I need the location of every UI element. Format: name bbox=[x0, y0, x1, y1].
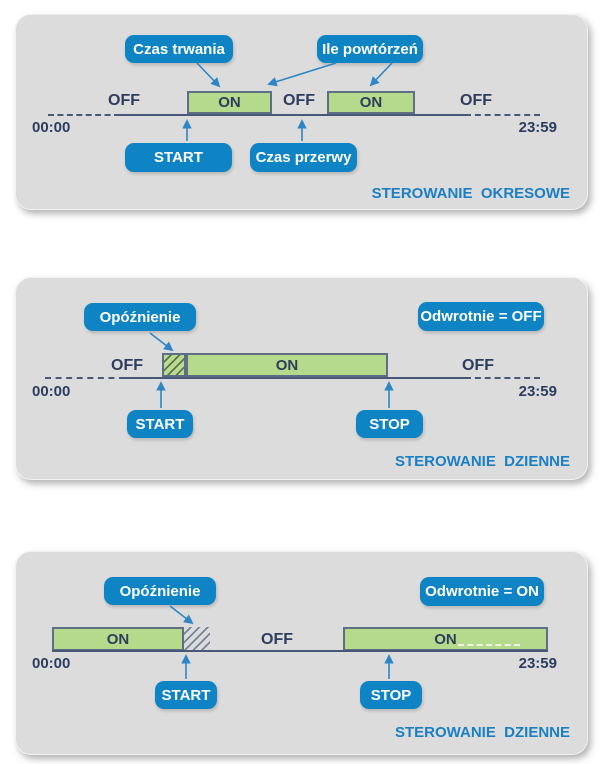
timeline-dashed-left bbox=[48, 114, 120, 116]
callout-czas-przerwy: Czas przerwy bbox=[250, 143, 357, 172]
timeline-dashed-right bbox=[465, 377, 540, 379]
panel-sterowanie-dzienne-off: Opóźnienie Odwrotnie = OFF OFF ON OFF 00… bbox=[15, 277, 588, 480]
time-end-label: 23:59 bbox=[518, 383, 557, 400]
delay-hatch-area bbox=[184, 627, 210, 651]
timeline-dashes-under-box bbox=[458, 644, 520, 646]
callout-start: START bbox=[125, 143, 232, 172]
segment-label-off: OFF bbox=[111, 357, 143, 374]
callout-stop: STOP bbox=[356, 410, 423, 438]
timeline-dashed-right bbox=[465, 114, 540, 116]
panel-title-dzienne: STEROWANIE DZIENNE bbox=[394, 453, 570, 470]
timeline-solid bbox=[125, 377, 465, 379]
callout-odwrotnie-on: Odwrotnie = ON bbox=[420, 577, 544, 606]
callout-start: START bbox=[127, 410, 193, 438]
time-end-label: 23:59 bbox=[518, 655, 557, 672]
timeline-dashed-left bbox=[45, 377, 125, 379]
time-start-label: 00:00 bbox=[32, 383, 71, 400]
callout-opoznienie: Opóźnienie bbox=[104, 577, 216, 605]
callout-start: START bbox=[155, 681, 217, 709]
on-segment-box: ON bbox=[187, 91, 272, 114]
callout-odwrotnie-off: Odwrotnie = OFF bbox=[418, 302, 544, 331]
callout-ile-powtorzen: Ile powtórzeń bbox=[317, 35, 423, 63]
panel-title-dzienne: STEROWANIE DZIENNE bbox=[394, 724, 570, 741]
panel-sterowanie-okresowe: Czas trwania Ile powtórzeń OFF ON OFF ON… bbox=[15, 14, 588, 210]
time-end-label: 23:59 bbox=[518, 119, 557, 136]
segment-label-off: OFF bbox=[462, 357, 494, 374]
on-segment-box: ON bbox=[327, 91, 415, 114]
on-segment-box: ON bbox=[343, 627, 548, 651]
time-start-label: 00:00 bbox=[32, 119, 71, 136]
callout-czas-trwania: Czas trwania bbox=[125, 35, 233, 63]
callout-stop: STOP bbox=[360, 681, 422, 709]
segment-label-off: OFF bbox=[261, 631, 293, 648]
segment-label-off: OFF bbox=[460, 92, 492, 109]
segment-label-off: OFF bbox=[108, 92, 140, 109]
callout-opoznienie: Opóźnienie bbox=[84, 303, 196, 331]
delay-hatch-area bbox=[162, 353, 186, 377]
panel-title-okresowe: STEROWANIE OKRESOWE bbox=[371, 185, 570, 202]
timeline-solid bbox=[120, 114, 465, 116]
on-segment-box: ON bbox=[186, 353, 388, 377]
panel-sterowanie-dzienne-on: Opóźnienie Odwrotnie = ON ON OFF ON 00:0… bbox=[15, 551, 588, 755]
segment-label-off: OFF bbox=[283, 92, 315, 109]
time-start-label: 00:00 bbox=[32, 655, 71, 672]
timeline-solid bbox=[52, 650, 548, 652]
on-segment-box: ON bbox=[52, 627, 184, 651]
